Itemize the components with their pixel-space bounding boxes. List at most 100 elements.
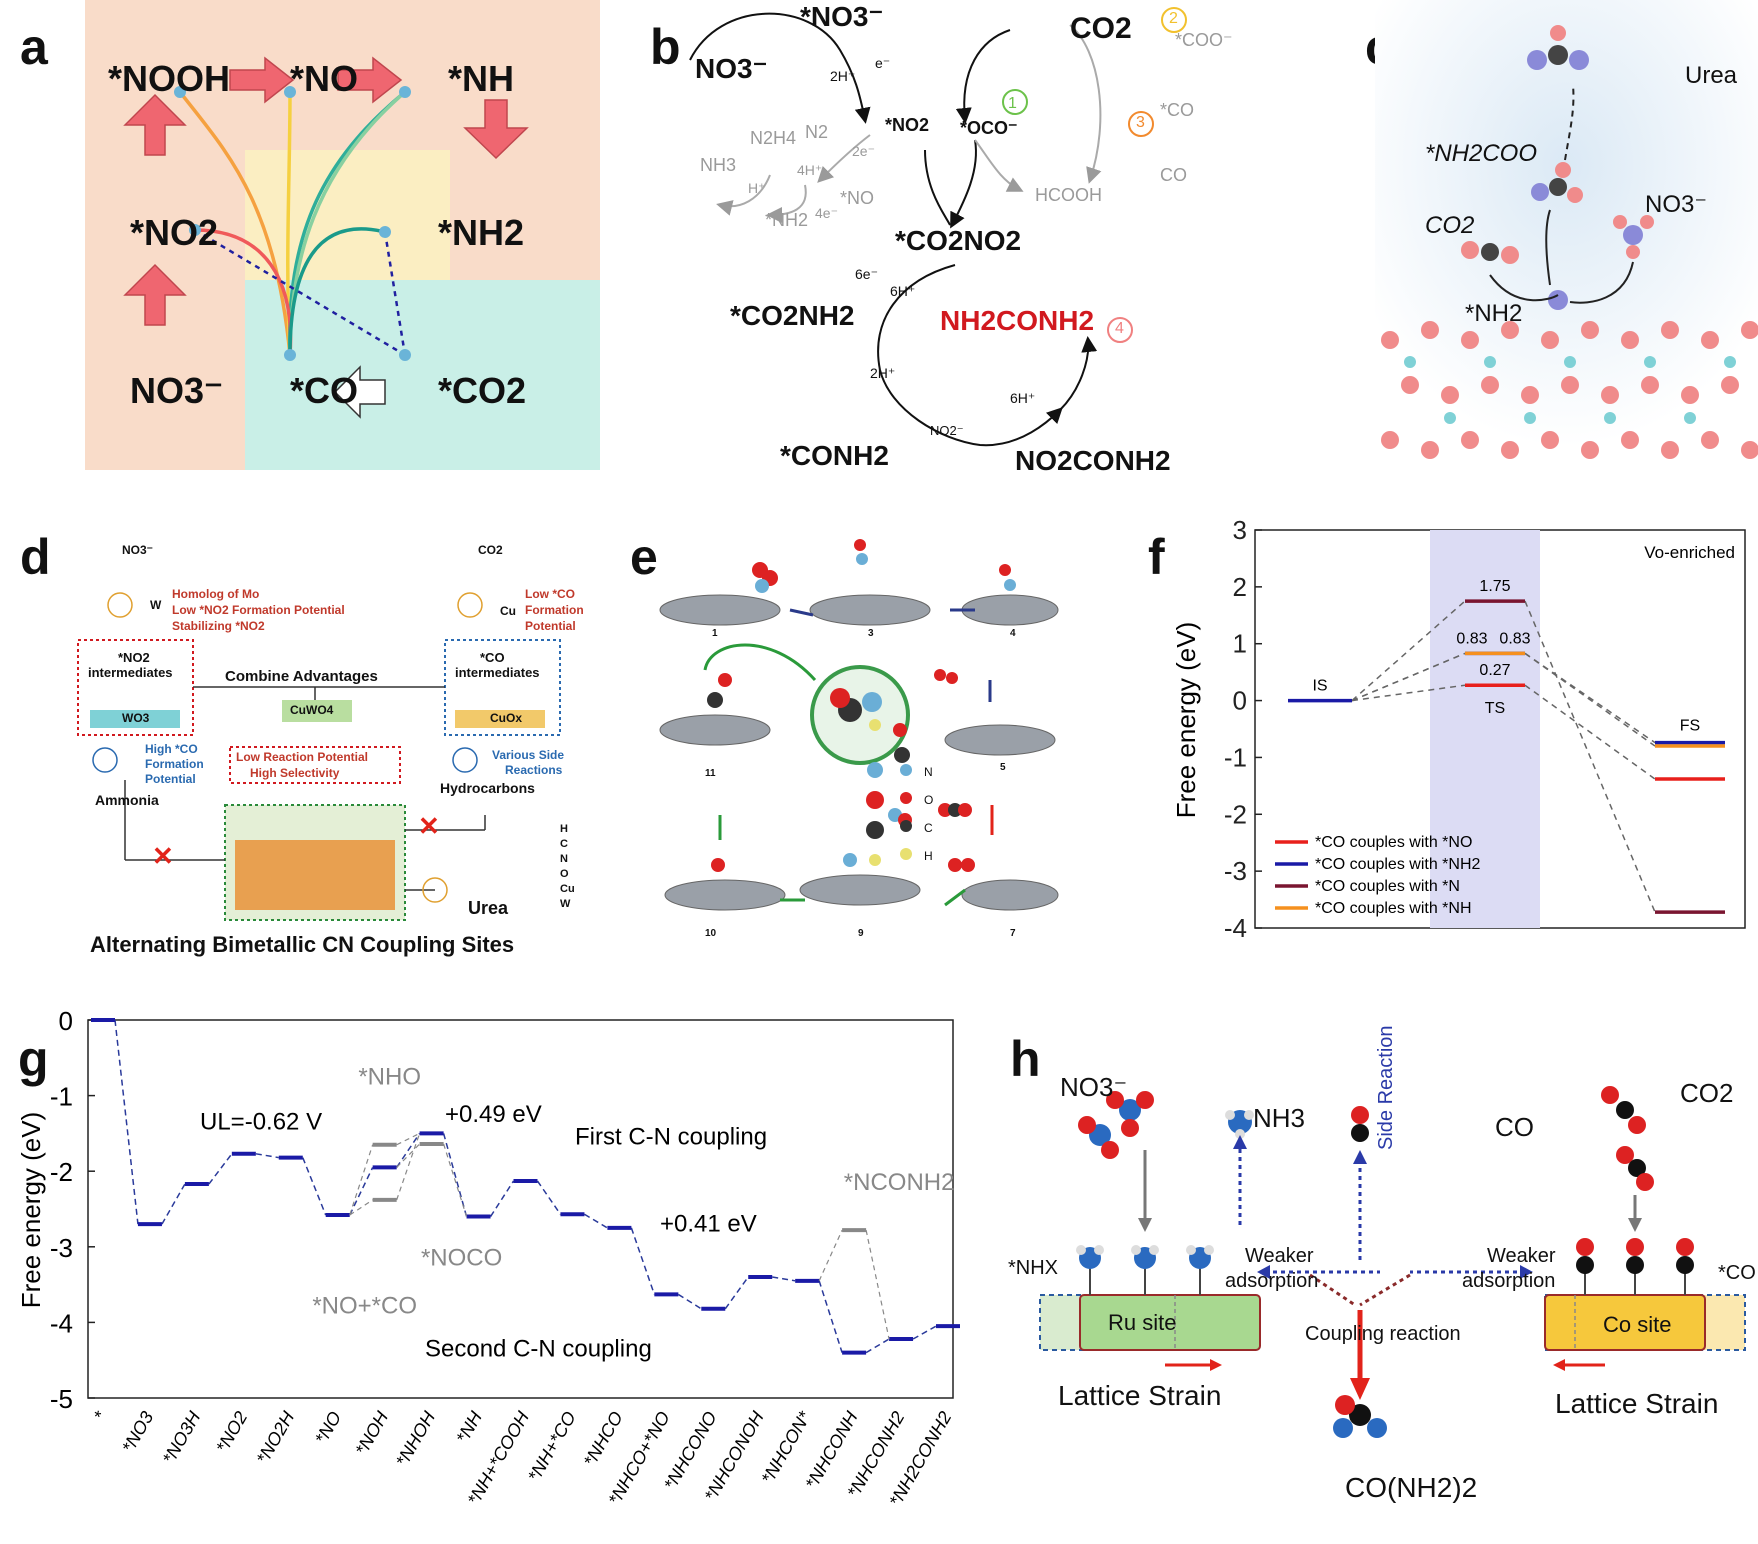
node-co2: *CO2: [438, 370, 527, 411]
step-6h-2: 6H⁺: [1010, 390, 1036, 406]
d-left-bad2: Formation: [145, 757, 204, 771]
chart-g-connector-7: [442, 1133, 468, 1217]
label-co2-c: CO2: [1425, 212, 1475, 239]
e-legend-c: C: [900, 814, 933, 842]
d-no2-int2: intermediates: [88, 665, 173, 680]
chart-g-connector-0: [114, 1019, 139, 1225]
e-step-11: 11: [705, 768, 716, 779]
d-co-int1: *CO: [480, 650, 505, 665]
chart-f-state-fs: FS: [1680, 718, 1700, 735]
chart-g-xtick-label-6: *NOH: [351, 1407, 392, 1459]
path-number-1: 1: [1008, 95, 1017, 112]
chart-f-legend-label-2: *CO couples with *N: [1315, 878, 1460, 895]
panel-h-scheme: [1039, 1086, 1746, 1438]
chart-g-connector-3: [255, 1153, 279, 1159]
species-oco: *OCO⁻: [960, 118, 1018, 138]
chart-g-connector-14: [772, 1276, 796, 1282]
d-legend-o: O: [560, 868, 569, 880]
chart-g-branch-out-2: [443, 1143, 468, 1217]
panel-d-scheme: ✕ ✕: [77, 592, 561, 921]
chart-g-frame: [87, 1019, 954, 1399]
chart-f-annotation: Vo-enriched: [1644, 543, 1735, 562]
node-nh: *NH: [448, 58, 515, 99]
d-co2: CO2: [478, 543, 503, 557]
chart-f-ts-label-0: 1.75: [1479, 578, 1510, 595]
e-step-9: 9: [858, 928, 864, 939]
path-number-3: 3: [1136, 114, 1145, 131]
chart-g-annotation-0: UL=-0.62 V: [200, 1109, 322, 1136]
h-co-ads: *CO: [1718, 1262, 1756, 1284]
arrow-no3-to-no2: [123, 263, 187, 326]
panel-label-d: d: [20, 529, 51, 585]
panel-a-center-region: [245, 150, 450, 280]
chart-g-ytick-label-0: 0: [59, 1006, 73, 1036]
chart-g-xtick-label-1: *NO3: [118, 1408, 157, 1456]
chart-g-ytick-label-3: -3: [50, 1233, 73, 1263]
chart-g-annotation-4: Second C-N coupling: [425, 1335, 652, 1362]
h-weaker-r1: Weaker: [1487, 1245, 1556, 1267]
panel-label-b: b: [650, 19, 681, 75]
d-w-note1: Homolog of Mo: [172, 587, 260, 601]
chart-f-conn-out-3: [1524, 652, 1656, 747]
d-adv1: Low Reaction Potential: [236, 750, 369, 764]
e-step-5: 5: [1000, 762, 1006, 773]
chart-g-xtick-label-10: *NH+*CO: [524, 1408, 580, 1485]
chart-f-conn-out-0: [1524, 684, 1656, 780]
arrow-no2-to-nooh: [123, 93, 187, 156]
e-step-3: 3: [868, 628, 874, 639]
d-cuwo4: CuWO4: [290, 703, 334, 717]
h-side-reaction: Side Reaction: [1375, 1025, 1397, 1150]
h-co-site: Co site: [1603, 1312, 1672, 1337]
h-urea: CO(NH2)2: [1345, 1472, 1478, 1503]
chart-g-connector-6: [396, 1132, 421, 1168]
h-ru-site: Ru site: [1108, 1310, 1177, 1335]
chart-f-conn-in-3: [1351, 652, 1466, 702]
chart-g-connector-15: [818, 1280, 843, 1353]
chart-g-xtick-label-8: *NH: [452, 1407, 486, 1446]
svg-text:✕: ✕: [418, 811, 440, 841]
h-nhx: *NHX: [1008, 1257, 1059, 1279]
panel-label-e: e: [630, 529, 658, 585]
chart-f-ts-band: [1430, 530, 1540, 928]
d-cu-note3: Potential: [525, 619, 576, 633]
species-co2no2: *CO2NO2: [895, 225, 1022, 256]
chart-f-state-is: IS: [1312, 678, 1327, 695]
species-nitrite: NO2⁻: [930, 423, 964, 438]
species-nh2-ads: *NH2: [765, 210, 809, 230]
e-step-10: 10: [705, 928, 717, 939]
species-nh3: NH3: [700, 155, 737, 175]
h-coupling: Coupling reaction: [1305, 1323, 1461, 1345]
chart-f-state-ts: TS: [1485, 700, 1505, 717]
node-nooh: *NOOH: [108, 58, 231, 99]
d-right-bad1: Various Side: [492, 748, 565, 762]
d-left-bad1: High *CO: [145, 742, 198, 756]
d-legend-w: W: [560, 898, 571, 910]
e-step-1: 1: [712, 628, 718, 639]
step-h: H⁺: [748, 180, 766, 196]
chart-g-connector-1: [161, 1183, 186, 1225]
h-nh3: NH3: [1253, 1103, 1306, 1133]
panel-label-h: h: [1010, 1031, 1041, 1087]
chart-g-xtick-label-0: *: [90, 1407, 111, 1424]
step-2h-2: 2H⁺: [870, 365, 896, 381]
label-no3-c: NO3⁻: [1645, 191, 1708, 218]
h-strain-left: Lattice Strain: [1058, 1380, 1222, 1411]
panel-b-scheme: [689, 7, 1187, 447]
chart-f-conn-out-2: [1524, 600, 1656, 913]
chart-f-legend-label-0: *CO couples with *NO: [1315, 834, 1472, 851]
arrow-nh-to-nh2: [463, 99, 529, 160]
species-co: CO: [1160, 165, 1187, 185]
species-no-ads: *NO: [840, 188, 875, 208]
chart-f-ts-label-3: 0.27: [1479, 662, 1510, 679]
chart-g-connector-16: [865, 1338, 890, 1354]
panel-c-illustration: [1375, 0, 1758, 470]
label-nh2coo: *NH2COO: [1425, 140, 1538, 167]
arrow-nooh-to-no: [229, 56, 295, 104]
species-no3-ads: *NO3⁻: [800, 1, 884, 32]
h-weaker-r2: adsorption: [1462, 1270, 1556, 1292]
chart-g-connector-2: [208, 1153, 233, 1185]
e-step-7: 7: [1010, 928, 1016, 939]
e-legend-n: N: [900, 758, 933, 786]
step-6h: 6H⁺: [890, 283, 916, 299]
